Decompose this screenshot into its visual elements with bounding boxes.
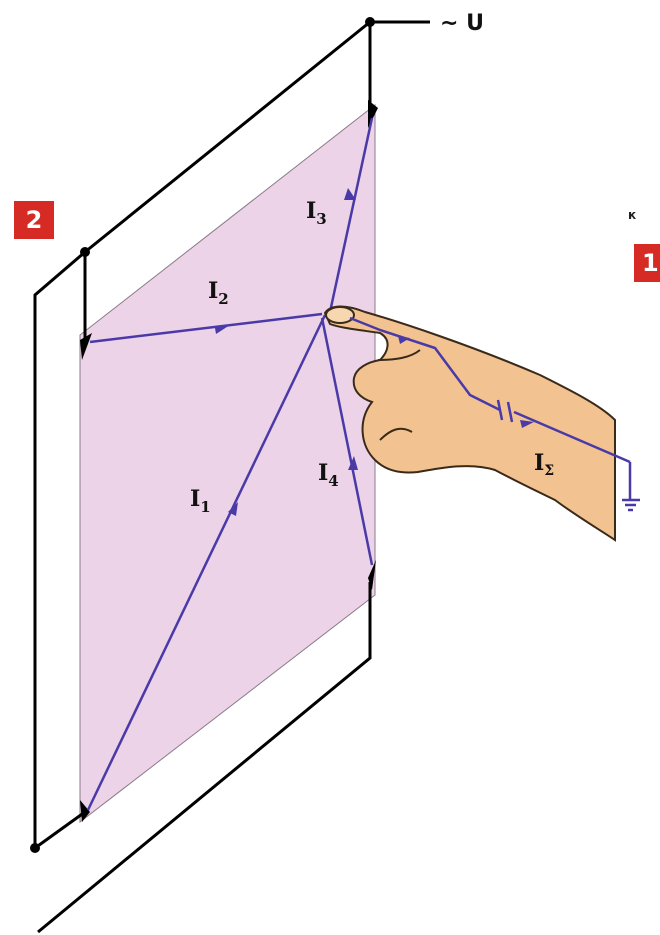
label-i-sum: IΣ [534,450,554,479]
figure-number-badge: 2 [14,201,54,239]
current-path-3 [328,117,374,313]
side-fragment-letter: к [628,208,637,222]
side-fragment-badge: 1 [634,244,660,282]
electrode-bottom-right [368,560,376,590]
label-i4: I4 [318,460,339,490]
arrow-i1 [228,502,238,516]
arrow-i3 [344,188,356,200]
body-current-path-2 [513,410,631,464]
junction-node-bottom [30,843,40,853]
arrow-i4 [348,456,358,470]
capacitor-plate-1 [496,399,504,421]
label-i1: I1 [190,486,211,516]
label-i2: I2 [208,278,229,308]
source-label: ~ U [440,11,484,36]
sensor-panel [79,103,376,824]
arrow-body-2 [520,420,534,428]
hand [323,305,616,542]
current-path-2 [89,312,323,344]
label-i3: I3 [306,198,327,228]
electrode-top-left [80,333,92,360]
wire-lower-loop [37,582,372,934]
junction-node-top [365,17,375,27]
capacitor-plate-2 [506,401,514,423]
wire-bottom-left [34,810,86,850]
arrow-i2 [215,325,230,334]
arrow-body-1 [398,336,410,344]
finger-crease [377,349,421,361]
electrode-bottom-left [80,800,90,822]
fingertip [325,306,355,324]
junction-node-left [80,247,90,257]
current-path-1 [86,314,327,811]
body-current-path [349,316,501,412]
knuckle-line [379,427,413,441]
current-path-4 [320,317,374,566]
